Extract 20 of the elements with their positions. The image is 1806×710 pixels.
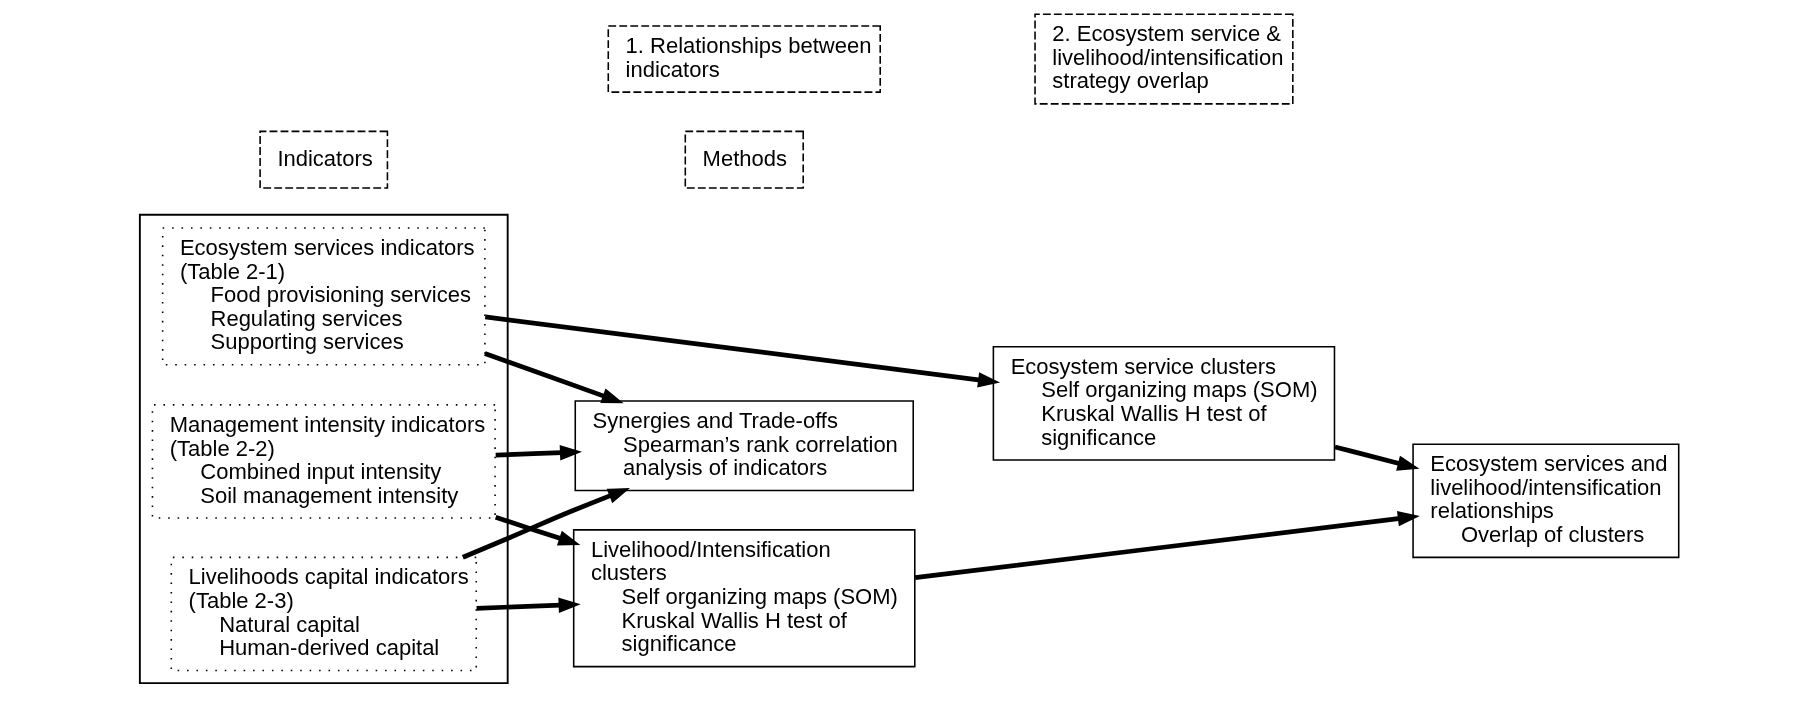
node-box: Methods <box>684 130 804 189</box>
arrow <box>914 511 1420 580</box>
node-box: Ecosystem services indicators (Table 2-1) Food provisioning services Regulating services Supporting services <box>161 227 486 366</box>
node-box: 2. Ecosystem service & livelihood/intensification strategy overlap <box>1034 13 1294 105</box>
node-box: Synergies and Trade-offs Spearman’s rank correlation analysis of indicators <box>574 400 914 492</box>
arrow <box>476 597 581 613</box>
arrow <box>495 444 582 461</box>
node-box: Livelihoods capital indicators (Table 2-3) Natural capital Human-derived capital <box>170 556 478 672</box>
arrow <box>494 515 581 546</box>
arrow <box>1334 444 1420 471</box>
cluster <box>138 213 509 685</box>
node-box: Management intensity indicators (Table 2-2) Combined input intensity Soil management intensity <box>151 404 496 519</box>
node-box: Livelihood/Intensification clusters Self organizing maps (SOM) Kruskal Wallis H test of significance <box>572 529 916 668</box>
node-box: Ecosystem service clusters Self organizing maps (SOM) Kruskal Wallis H test of significance <box>992 345 1336 461</box>
arrow <box>484 351 624 404</box>
arrow <box>461 488 630 560</box>
node-box: 1. Relationships between indicators <box>607 25 881 93</box>
node-box: Ecosystem services and livelihood/intensification relationships Overlap of clusters <box>1412 443 1680 559</box>
arrow <box>484 314 1001 388</box>
node-box: Indicators <box>259 130 389 189</box>
